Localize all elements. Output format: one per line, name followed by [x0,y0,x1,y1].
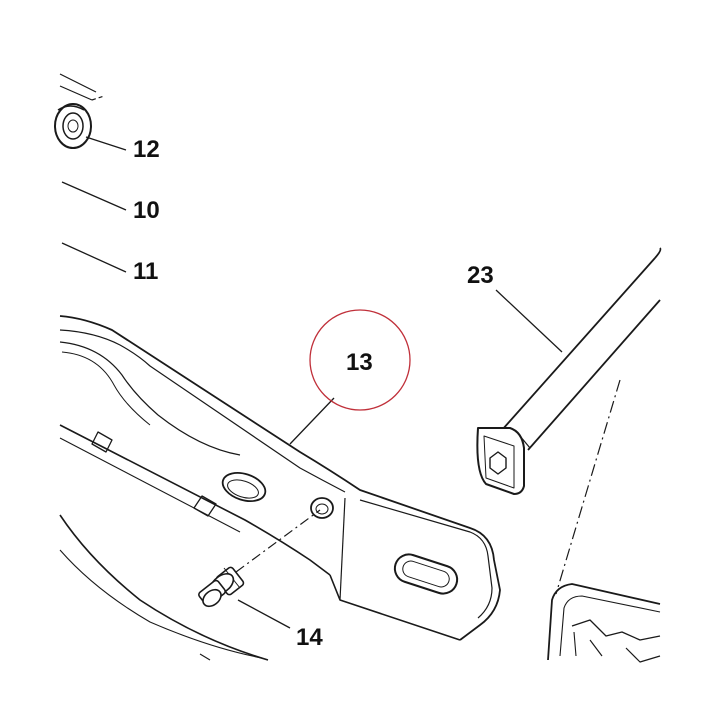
callout-23: 23 [467,262,494,289]
part-12-bushing [54,73,105,149]
leader-line-13 [289,397,335,445]
part-14-screw [198,509,321,629]
leader-line-23 [495,289,563,353]
callout-14: 14 [296,624,323,651]
part-13-bracket [59,315,501,661]
housing-part [547,583,661,663]
centerline [555,379,621,595]
callout-10: 10 [133,197,160,224]
leader-lines-left [61,136,127,273]
callout-11: 11 [133,258,159,285]
callout-13: 13 [346,349,373,376]
highlight-circle [309,309,411,411]
callout-12: 12 [133,136,160,163]
part-23-rod [476,247,662,495]
